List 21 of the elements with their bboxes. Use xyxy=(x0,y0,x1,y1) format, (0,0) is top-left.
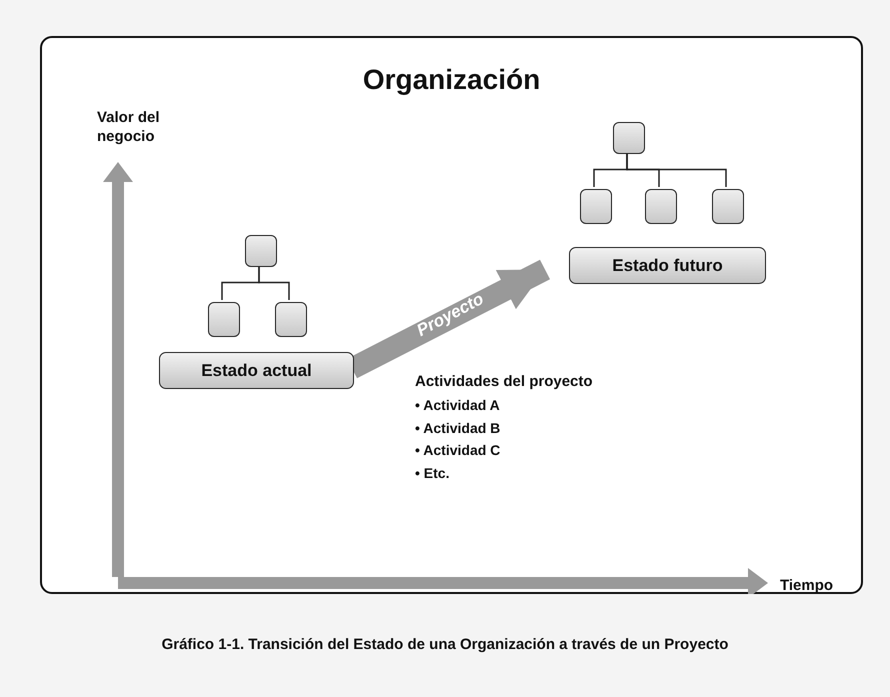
org-chart-box xyxy=(275,302,307,337)
axis-label: Valor del negocio xyxy=(97,108,161,146)
state-box: Estado actual xyxy=(159,352,354,389)
org-chart-box xyxy=(208,302,240,337)
org-chart-box xyxy=(245,235,277,267)
axis-label: Tiempo xyxy=(780,577,834,594)
org-chart-line xyxy=(626,152,727,187)
list-item: • Actividad A xyxy=(415,397,500,413)
list-item: • Actividad C xyxy=(415,442,500,458)
diagram-frame xyxy=(40,36,863,594)
frame-label: Organización xyxy=(362,64,542,96)
list-heading: Actividades del proyecto xyxy=(415,373,593,390)
list-item: • Etc. xyxy=(415,465,450,481)
org-chart-box xyxy=(712,189,744,224)
list-item: • Actividad B xyxy=(415,420,500,436)
org-chart-box xyxy=(613,122,645,154)
org-chart-box xyxy=(580,189,612,224)
org-chart-box xyxy=(645,189,677,224)
caption: Gráfico 1-1. Transición del Estado de una Organización a través de un Proyecto xyxy=(160,636,730,653)
org-chart-line xyxy=(258,265,290,300)
state-box: Estado futuro xyxy=(569,247,766,284)
